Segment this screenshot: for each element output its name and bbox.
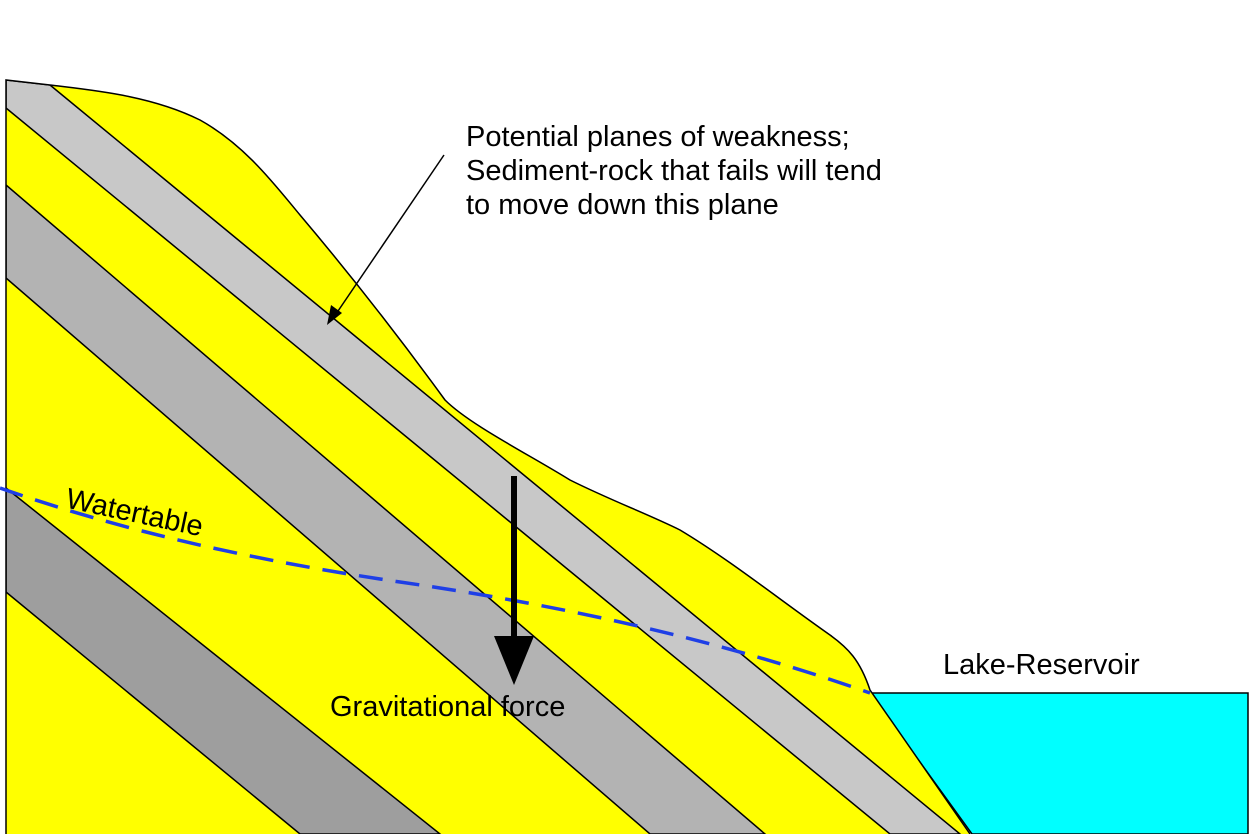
weakness-plane-callout: Potential planes of weakness; Sediment-r… (466, 120, 882, 222)
callout-line: Potential planes of weakness; (466, 121, 850, 153)
callout-pointer-line (335, 154, 445, 315)
lake-reservoir-label: Lake-Reservoir (943, 649, 1140, 681)
callout-line: to move down this plane (466, 189, 779, 221)
callout-arrowhead (327, 305, 342, 325)
slope-outline (5, 79, 971, 834)
gravitational-force-label: Gravitational force (330, 691, 566, 723)
rock-layer-deep (6, 486, 443, 834)
watertable-line (0, 486, 871, 695)
callout-line: Sediment-rock that fails will tend (466, 155, 882, 187)
gravity-arrowhead (494, 636, 534, 685)
